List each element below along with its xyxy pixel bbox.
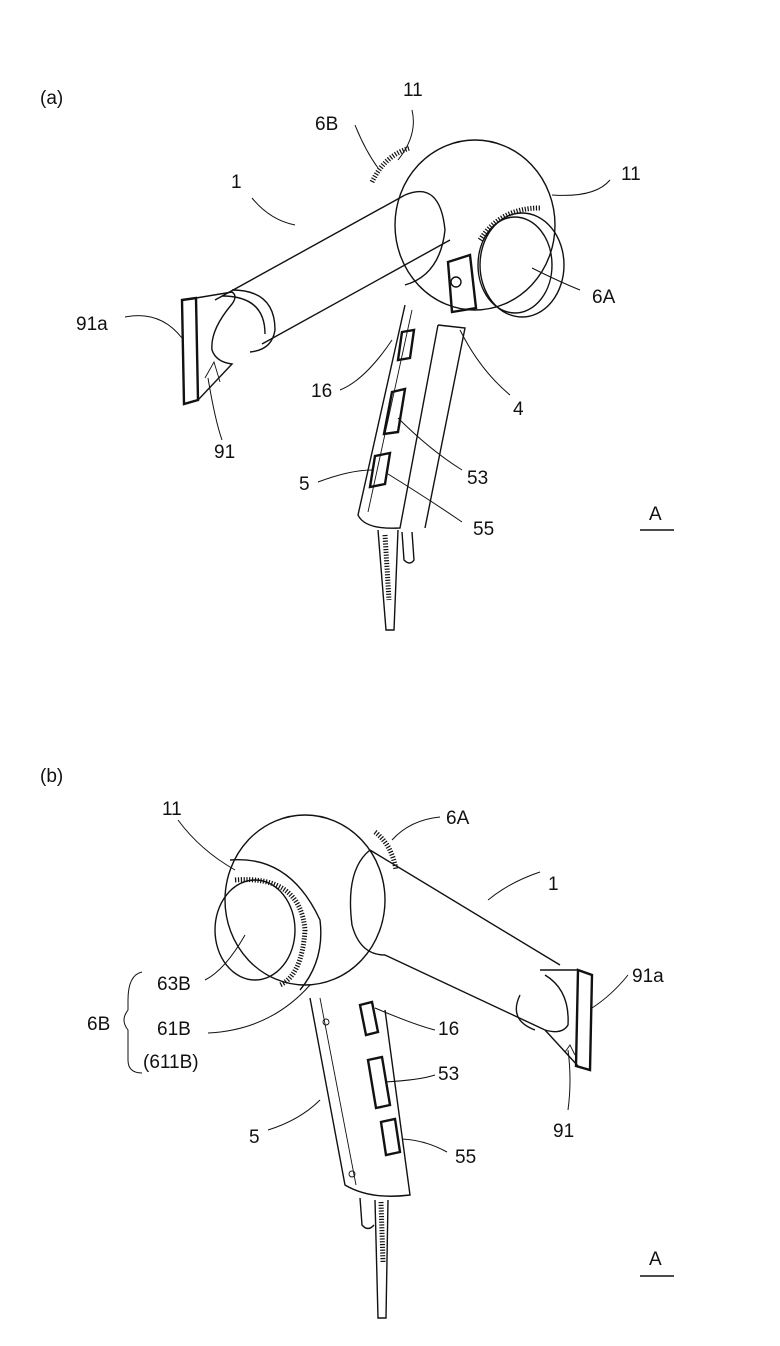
label-b-6A: 6A xyxy=(446,808,470,829)
label-a-4: 4 xyxy=(513,399,524,420)
label-b-11: 11 xyxy=(162,799,182,820)
dryer-a-barrel xyxy=(214,194,451,353)
dryer-b-barrel xyxy=(349,849,561,1031)
label-a-11-right: 11 xyxy=(621,164,641,185)
label-b-53: 53 xyxy=(438,1064,459,1085)
label-b-6B: 6B xyxy=(87,1014,110,1035)
label-a-6A: 6A xyxy=(592,287,616,308)
label-a-11-top: 11 xyxy=(403,80,423,101)
label-a-6B: 6B xyxy=(315,114,338,135)
panel-a-title: (a) xyxy=(40,88,63,109)
label-a-55: 55 xyxy=(473,519,494,540)
label-b-91: 91 xyxy=(553,1121,574,1142)
label-b-91a: 91a xyxy=(632,966,664,987)
direction-mark-b: A xyxy=(649,1249,662,1270)
label-a-91a: 91a xyxy=(76,314,108,335)
dryer-a-handle xyxy=(357,304,466,631)
label-a-91: 91 xyxy=(214,442,235,463)
label-b-55: 55 xyxy=(455,1147,476,1168)
leaders-a xyxy=(124,109,611,523)
label-a-1: 1 xyxy=(231,172,242,193)
label-b-1: 1 xyxy=(548,874,559,895)
label-b-63B: 63B xyxy=(157,974,191,995)
label-a-5: 5 xyxy=(299,474,310,495)
leaders-b xyxy=(123,816,629,1153)
label-b-16: 16 xyxy=(438,1019,459,1040)
nozzle-a xyxy=(180,291,236,406)
label-b-5: 5 xyxy=(249,1127,260,1148)
label-a-16: 16 xyxy=(311,381,332,402)
dryer-b-head xyxy=(214,814,399,991)
panel-b-title: (b) xyxy=(40,766,63,787)
dryer-a-head xyxy=(369,139,565,318)
panel-a: (a) xyxy=(40,80,674,631)
dryer-b-handle xyxy=(309,997,411,1319)
direction-mark-a: A xyxy=(649,504,662,525)
label-a-53: 53 xyxy=(467,468,488,489)
nozzle-b xyxy=(540,968,594,1072)
label-b-61B: 61B xyxy=(157,1019,191,1040)
label-b-611B: (611B) xyxy=(143,1052,199,1073)
panel-b: (b) xyxy=(40,766,674,1319)
